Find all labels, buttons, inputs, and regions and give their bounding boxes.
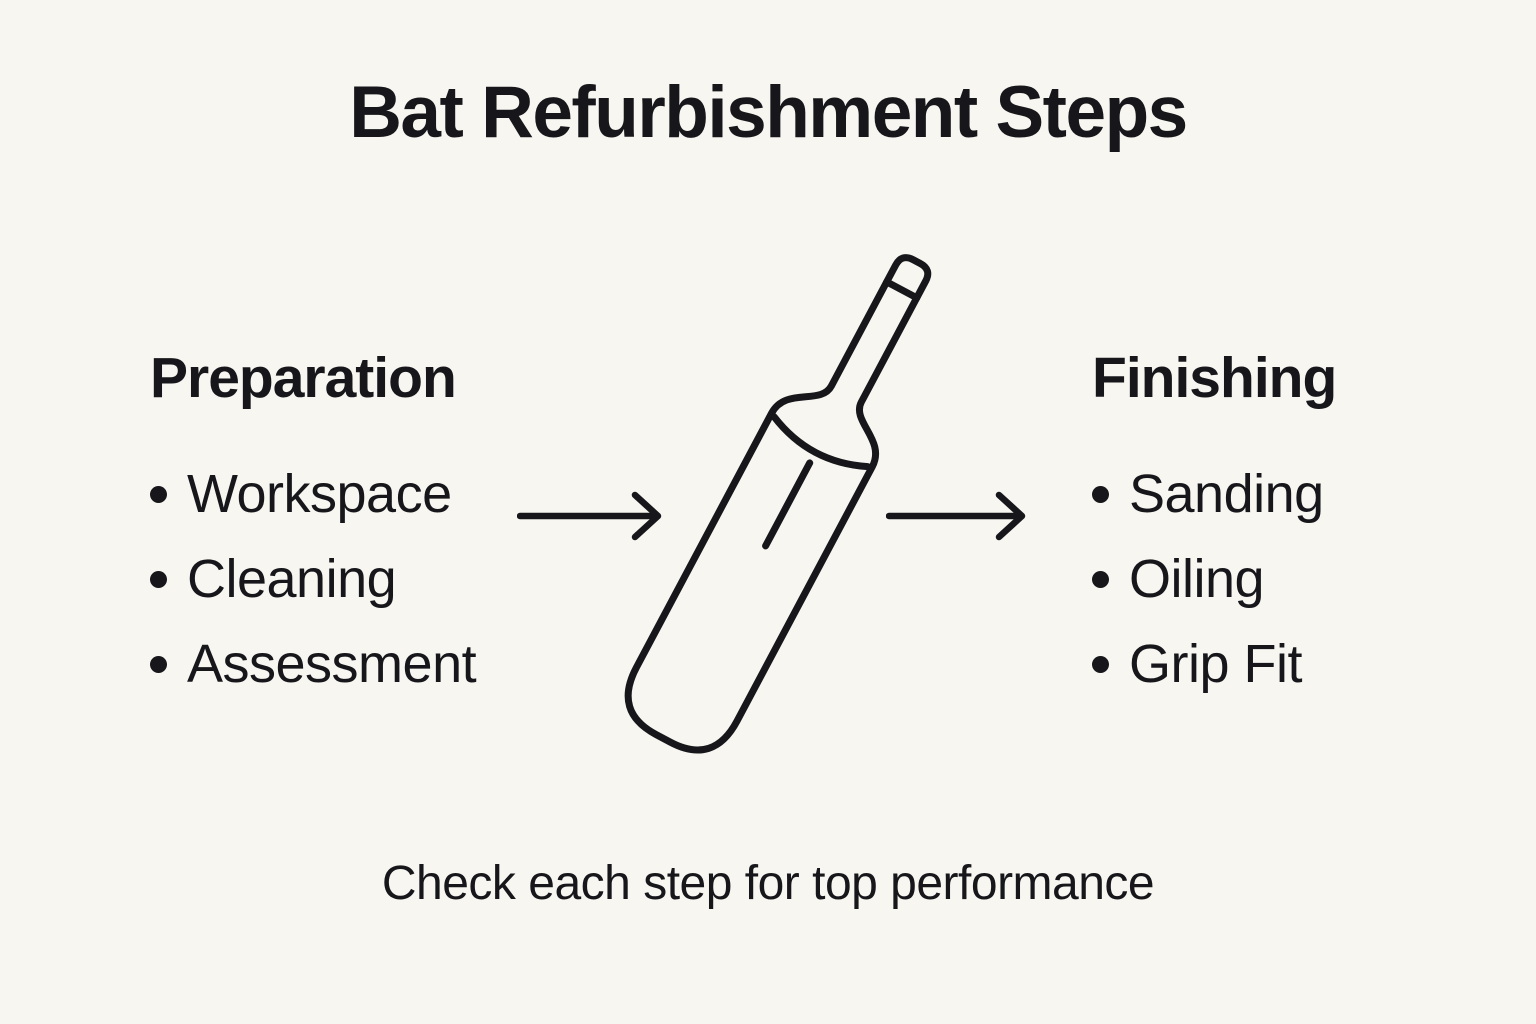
finishing-panel: Finishing Sanding Oiling Grip Fit xyxy=(1092,346,1337,692)
preparation-panel: Preparation Workspace Cleaning Assessmen… xyxy=(150,346,477,694)
bullet-icon xyxy=(150,571,167,588)
list-item: Oiling xyxy=(1092,552,1336,607)
preparation-list: Workspace Cleaning Assessment xyxy=(150,467,477,694)
list-item-label: Assessment xyxy=(187,634,477,694)
page-title: Bat Refurbishment Steps xyxy=(349,72,1188,153)
list-item: Sanding xyxy=(1092,467,1336,522)
bullet-icon xyxy=(150,486,167,503)
finishing-list: Sanding Oiling Grip Fit xyxy=(1092,467,1336,692)
list-item-label: Workspace xyxy=(187,464,452,524)
bullet-icon xyxy=(150,656,167,673)
bullet-icon xyxy=(1092,571,1109,588)
list-item: Workspace xyxy=(150,467,476,522)
bullet-icon xyxy=(1092,486,1109,503)
bullet-icon xyxy=(1092,656,1109,673)
list-item-label: Cleaning xyxy=(187,549,397,609)
list-item-label: Grip Fit xyxy=(1129,634,1303,694)
footer-note: Check each step for top performance xyxy=(381,857,1155,910)
preparation-heading: Preparation xyxy=(150,346,457,410)
list-item: Assessment xyxy=(150,634,477,694)
arrow-right-icon xyxy=(517,491,662,541)
finishing-heading: Finishing xyxy=(1092,346,1337,410)
list-item: Cleaning xyxy=(150,552,476,607)
list-item-label: Sanding xyxy=(1129,464,1324,524)
cricket-bat-illustration xyxy=(624,254,932,754)
arrow-right-icon xyxy=(886,491,1026,541)
list-item-label: Oiling xyxy=(1129,549,1265,609)
list-item: Grip Fit xyxy=(1092,637,1336,692)
